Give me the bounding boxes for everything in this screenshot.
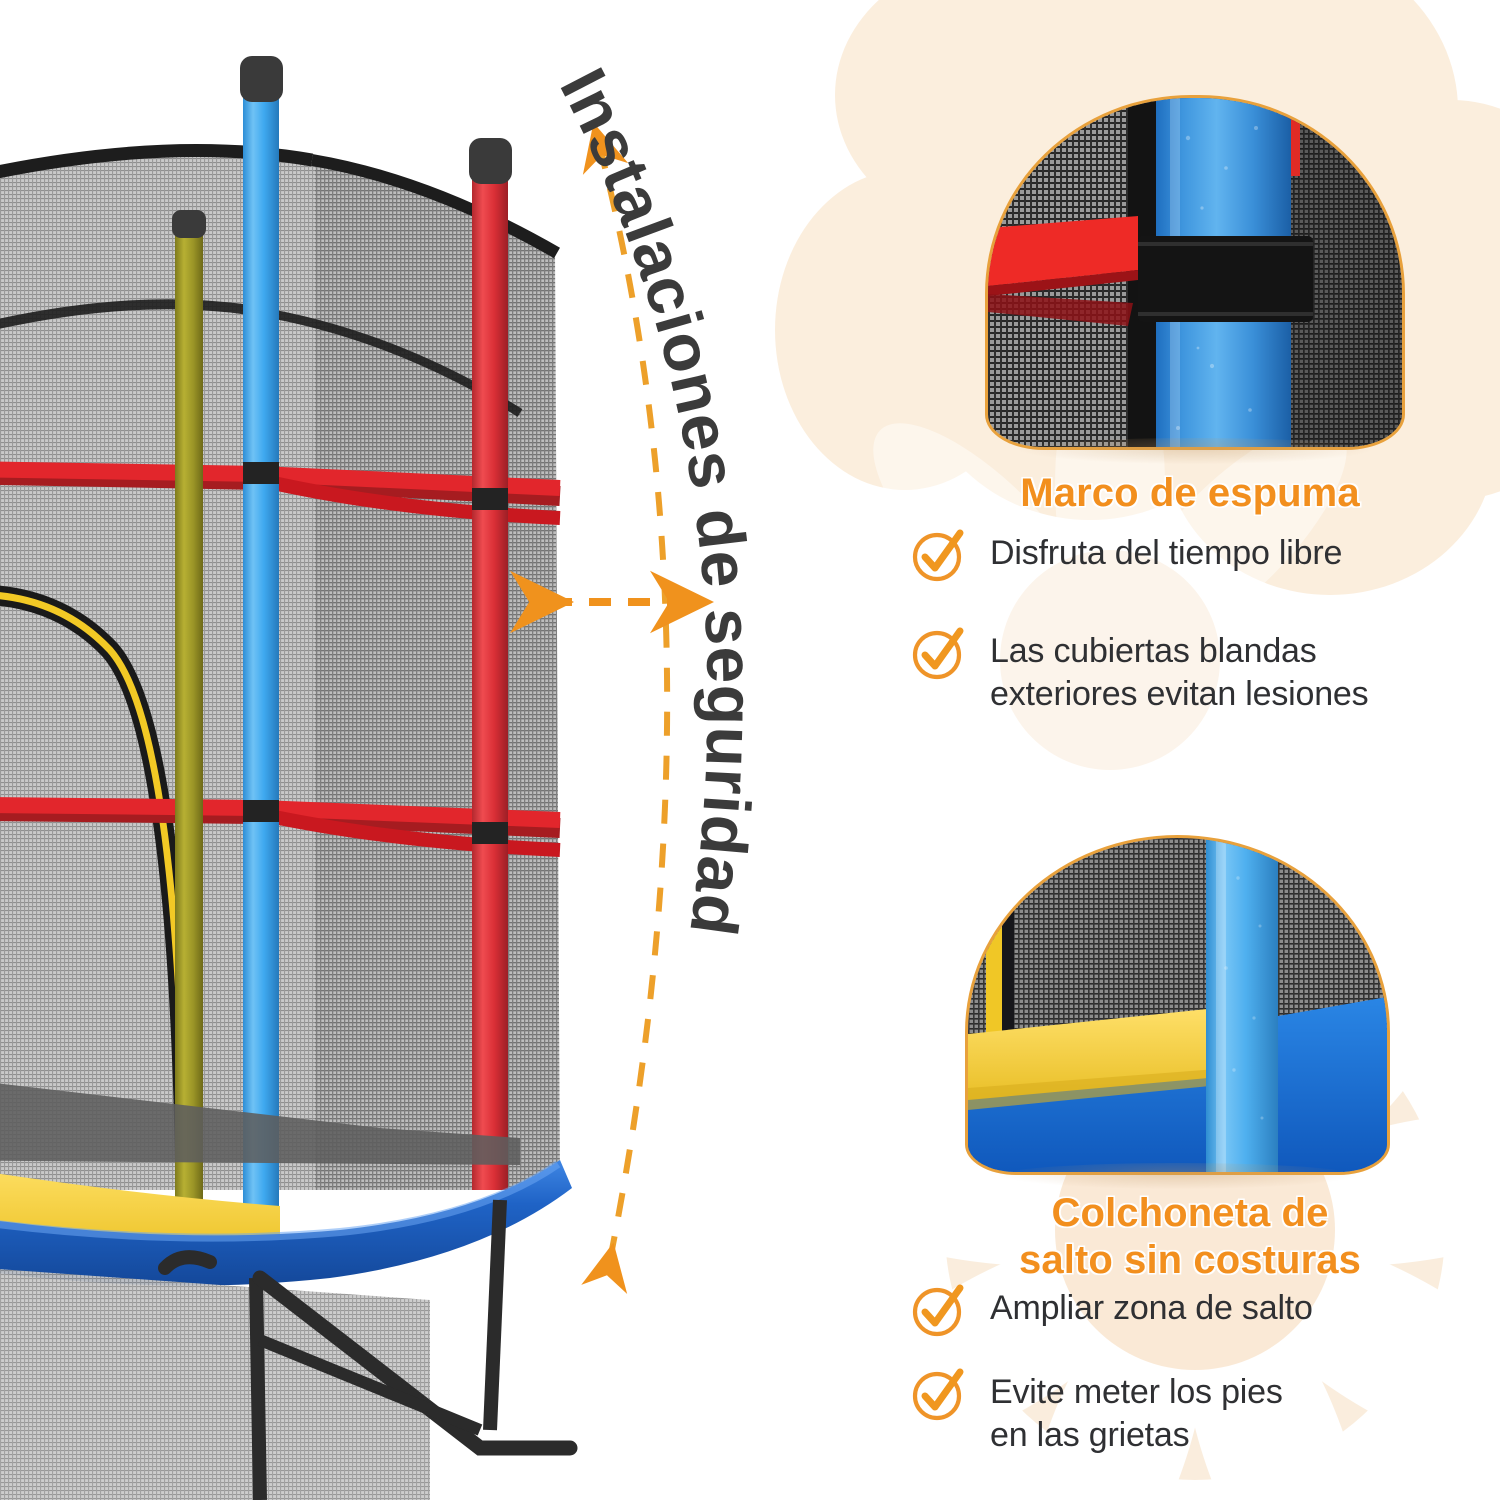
- list-item: Ampliar zona de salto: [910, 1283, 1480, 1339]
- bullet-list-foam-frame: Disfruta del tiempo libre Las cubiertas …: [880, 528, 1500, 742]
- vertical-dashed-guide: [581, 122, 671, 1294]
- inset-photo-jumping-mat: [965, 835, 1390, 1189]
- list-item: Evite meter los pies en las grietas: [910, 1367, 1480, 1457]
- inset-shadow: [1018, 438, 1372, 464]
- inset-shadow: [999, 1163, 1356, 1189]
- pole-blue: [243, 96, 279, 1226]
- headline-and-measure-arrows: Instalaciones de seguridad: [510, 57, 767, 1294]
- section-title-line: Colchoneta de: [1051, 1191, 1329, 1235]
- list-item-label: Ampliar zona de salto: [990, 1289, 1313, 1327]
- section-title-foam-frame: Marco de espuma: [880, 470, 1500, 517]
- list-item: Disfruta del tiempo libre: [910, 528, 1480, 584]
- check-circle-icon: [910, 624, 968, 682]
- section-title-line: salto sin costuras: [1019, 1238, 1361, 1283]
- pole-olive: [175, 222, 203, 1202]
- check-circle-icon: [910, 1281, 968, 1339]
- list-item-label: Evite meter los pies en las grietas: [990, 1373, 1283, 1454]
- list-item: Las cubiertas blandas exteriores evitan …: [910, 626, 1480, 716]
- product-photo-trampoline: [0, 56, 578, 1500]
- check-circle-icon: [910, 1365, 968, 1423]
- features-column: Marco de espuma Disfruta del tiempo libr…: [880, 0, 1500, 1500]
- bullet-list-jumping-mat: Ampliar zona de salto Evite meter los pi…: [880, 1283, 1500, 1483]
- pole-red: [472, 180, 508, 1190]
- list-item-label: Las cubiertas blandas exteriores evitan …: [990, 632, 1369, 713]
- inset-photo-foam-frame: [985, 95, 1405, 464]
- section-title-line: Marco de espuma: [1020, 471, 1360, 515]
- section-title-jumping-mat: Colchoneta de salto sin costuras: [880, 1190, 1500, 1284]
- check-circle-icon: [910, 526, 968, 584]
- list-item-label: Disfruta del tiempo libre: [990, 534, 1343, 572]
